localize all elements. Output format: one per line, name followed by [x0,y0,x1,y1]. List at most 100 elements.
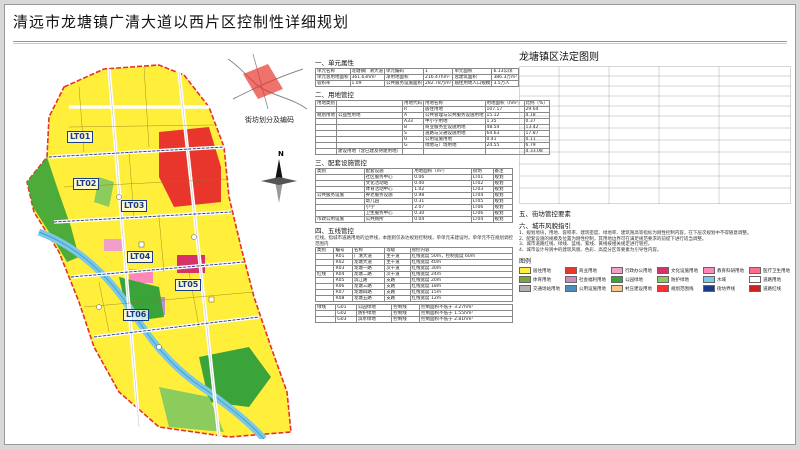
legend-swatch [565,267,577,275]
legend-swatch [657,276,669,284]
compass-north-label: N [278,150,284,158]
legend-item: 交通场站用地 [519,285,561,293]
legend-label: 教育科研用地 [717,268,744,274]
legend-label: 规划范围线 [671,286,694,292]
legend-item: 防护绿地 [657,276,699,284]
section-land-use-control: 二、用地管控 [315,91,354,99]
statutory-plan-title: 龙塘镇区法定图则 [519,52,599,63]
legend-item: 水域 [703,276,745,284]
five-line-note: 红线。指城市道路用地的边界线，本图则仅表达规划控制线，单单元未建设时，单单元不在… [315,236,513,247]
legend-label: 公园绿地 [625,277,643,283]
legend-label: 行政办公用地 [625,268,652,274]
section-unit-attributes: 一、单元属性 [315,59,354,67]
page-title: 清远市龙塘镇广清大道以西片区控制性详细规划 [13,13,350,31]
section-facility-control: 三、配套设施管控 [315,159,367,167]
legend-swatch [611,285,623,293]
legend-label: 医疗卫生用地 [763,268,790,274]
legend-item: 体育用地 [519,276,561,284]
legend-item: 街坊界线 [703,285,745,293]
legend-swatch [611,267,623,275]
legend-swatch [657,267,669,275]
land-use-map: LT01 LT02 LT03 LT04 LT05 LT06 [9,47,309,439]
key-map-caption: 街坊划分及编码 [245,116,294,124]
legend-label: 交通场站用地 [533,286,560,292]
legend-label: 商业用地 [579,268,597,274]
legend-swatch [749,276,761,284]
guideline-paragraph: 1、规划地块，用地、容积率、建筑密度、绿地率、建筑限高等指标为刚性控制内容，在下… [519,231,752,236]
legend-label: 道路红线 [763,286,781,292]
legend-swatch [565,276,577,284]
title-divider-secondary [13,43,787,44]
legend-item: 道路红线 [749,285,791,293]
legend-swatch [703,276,715,284]
legend-item: 居住用地 [519,267,561,275]
legend-label: 村庄建设用地 [625,286,652,292]
legend-label: 道路用地 [763,277,781,283]
legend-label: 体育用地 [533,277,551,283]
legend-item: 社会福利用地 [565,276,607,284]
legend-swatch [703,285,715,293]
legend: 居住用地 商业用地 行政办公用地 文化设施用地 教育科研用地 医疗卫生用地体育用地 社会福利… [519,267,791,293]
legend-item: 教育科研用地 [703,267,745,275]
legend-label: 水域 [717,277,726,283]
legend-swatch [565,285,577,293]
legend-swatch [519,267,531,275]
legend-swatch [519,276,531,284]
legend-swatch [703,267,715,275]
zone-label-lt06: LT06 [123,309,150,321]
legend-title: 图例 [519,258,532,266]
legend-label: 居住用地 [533,268,551,274]
block-control-grid [519,66,791,204]
legend-item: 商业用地 [565,267,607,275]
legend-label: 街坊界线 [717,286,735,292]
zone-label-lt02: LT02 [73,178,100,190]
legend-swatch [749,285,761,293]
guideline-paragraph: 4、城市设计导则中的建筑风貌、色彩、高度分区等要素为引导性内容。 [519,247,662,253]
table-row: 用地类别用地代码用地名称用地面积（hm²）比例（%） [315,100,550,107]
statutory-plan-panel: 龙塘镇区法定图则 五、街坊管控要素 六、城市风貌指引 1、规划地块，用地、容积率… [519,47,791,439]
legend-item: 规划范围线 [657,285,699,293]
legend-item: 公园绿地 [611,276,653,284]
zone-label-lt05: LT05 [175,279,202,291]
guideline-paragraph: 2、配套设施的规模及位置为刚性控制，其用地边界可在满足规范要求的前提下进行适当调… [519,236,707,242]
zone-label-lt03: LT03 [121,200,148,212]
legend-label: 公用设施用地 [579,286,606,292]
guideline-paragraph: 3、城市道路红线、绿线、蓝线、紫线、黄线按相关规定进行管控。 [519,242,653,248]
zone-label-lt04: LT04 [127,251,154,263]
legend-item: 道路用地 [749,276,791,284]
legend-item: 行政办公用地 [611,267,653,275]
legend-item: 公用设施用地 [565,285,607,293]
legend-swatch [611,276,623,284]
table-row: 建设用地（含已建及待建用地）4.33.08 [315,148,550,155]
section-block-elements: 五、街坊管控要素 [519,210,571,218]
plan-sheet: 清远市龙塘镇广清大道以西片区控制性详细规划 [4,4,796,445]
title-divider [13,41,787,42]
legend-label: 社会福利用地 [579,277,606,283]
legend-swatch [749,267,761,275]
compass-icon [261,159,297,203]
land-use-map-graphic [26,53,308,439]
legend-item: 文化设施用地 [657,267,699,275]
legend-swatch [657,285,669,293]
legend-item: 村庄建设用地 [611,285,653,293]
legend-label: 文化设施用地 [671,268,698,274]
legend-swatch [519,285,531,293]
legend-label: 防护绿地 [671,277,689,283]
section-five-line-control: 四、五线管控 [315,227,354,235]
legend-item: 医疗卫生用地 [749,267,791,275]
